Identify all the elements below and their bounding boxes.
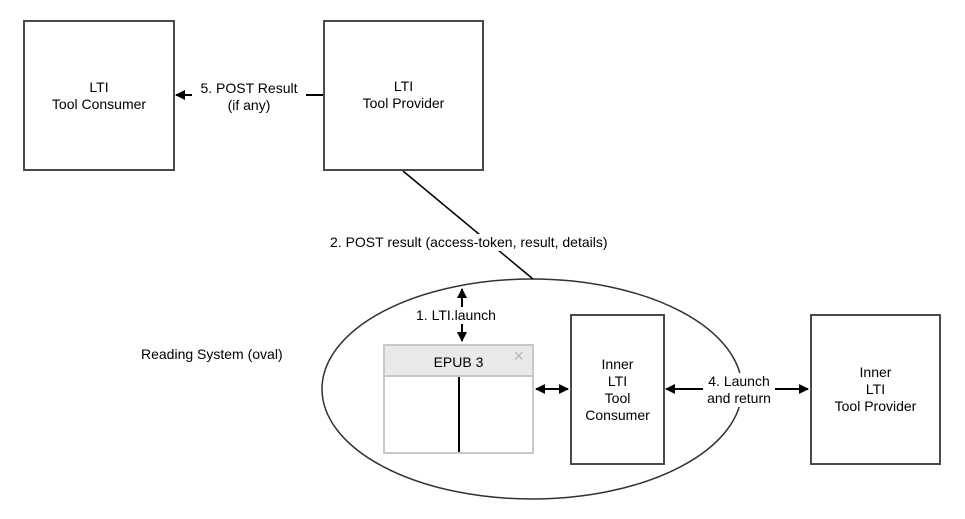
post-result-details-label: 2. POST result (access-token, result, de… — [330, 234, 608, 251]
box-label: LTI — [89, 78, 109, 95]
box-label: Tool — [604, 389, 631, 406]
launch-return-subtext: and return — [707, 390, 771, 406]
lti-launch-label: 1. LTI.launch — [416, 307, 496, 324]
launch-return-text: 4. Launch — [708, 373, 770, 389]
box-label: LTI — [393, 78, 414, 94]
box-label: Inner — [601, 355, 634, 372]
epub-window-title: EPUB 3 — [433, 354, 484, 370]
box-label: LTI — [607, 372, 628, 389]
box-label: Inner — [859, 364, 892, 380]
epub-page-divider — [458, 377, 460, 452]
reading-system-label: Reading System (oval) — [141, 346, 283, 363]
post-result-label: 5. POST Result (if any) — [192, 80, 306, 114]
post-result-subtext: (if any) — [227, 97, 271, 113]
launch-return-label: 4. Launch and return — [703, 373, 775, 407]
post-result-text: 5. POST Result — [200, 80, 298, 96]
box-label: Consumer — [585, 406, 650, 423]
box-label: LTI — [865, 381, 886, 397]
inner-lti-tool-provider-box: Inner LTI Tool Provider — [810, 314, 941, 465]
epub-window: EPUB 3 × — [383, 344, 534, 454]
epub-window-header: EPUB 3 × — [385, 346, 532, 377]
lti-tool-provider-box: LTI Tool Provider — [323, 20, 484, 171]
box-label: Tool Consumer — [51, 95, 147, 112]
box-label: Tool Provider — [834, 398, 917, 414]
close-icon[interactable]: × — [513, 346, 524, 366]
provider-to-oval-connector — [402, 170, 534, 280]
inner-lti-tool-consumer-box: Inner LTI Tool Consumer — [570, 314, 665, 465]
lti-tool-consumer-box: LTI Tool Consumer — [23, 20, 175, 171]
box-label: Tool Provider — [362, 95, 445, 111]
